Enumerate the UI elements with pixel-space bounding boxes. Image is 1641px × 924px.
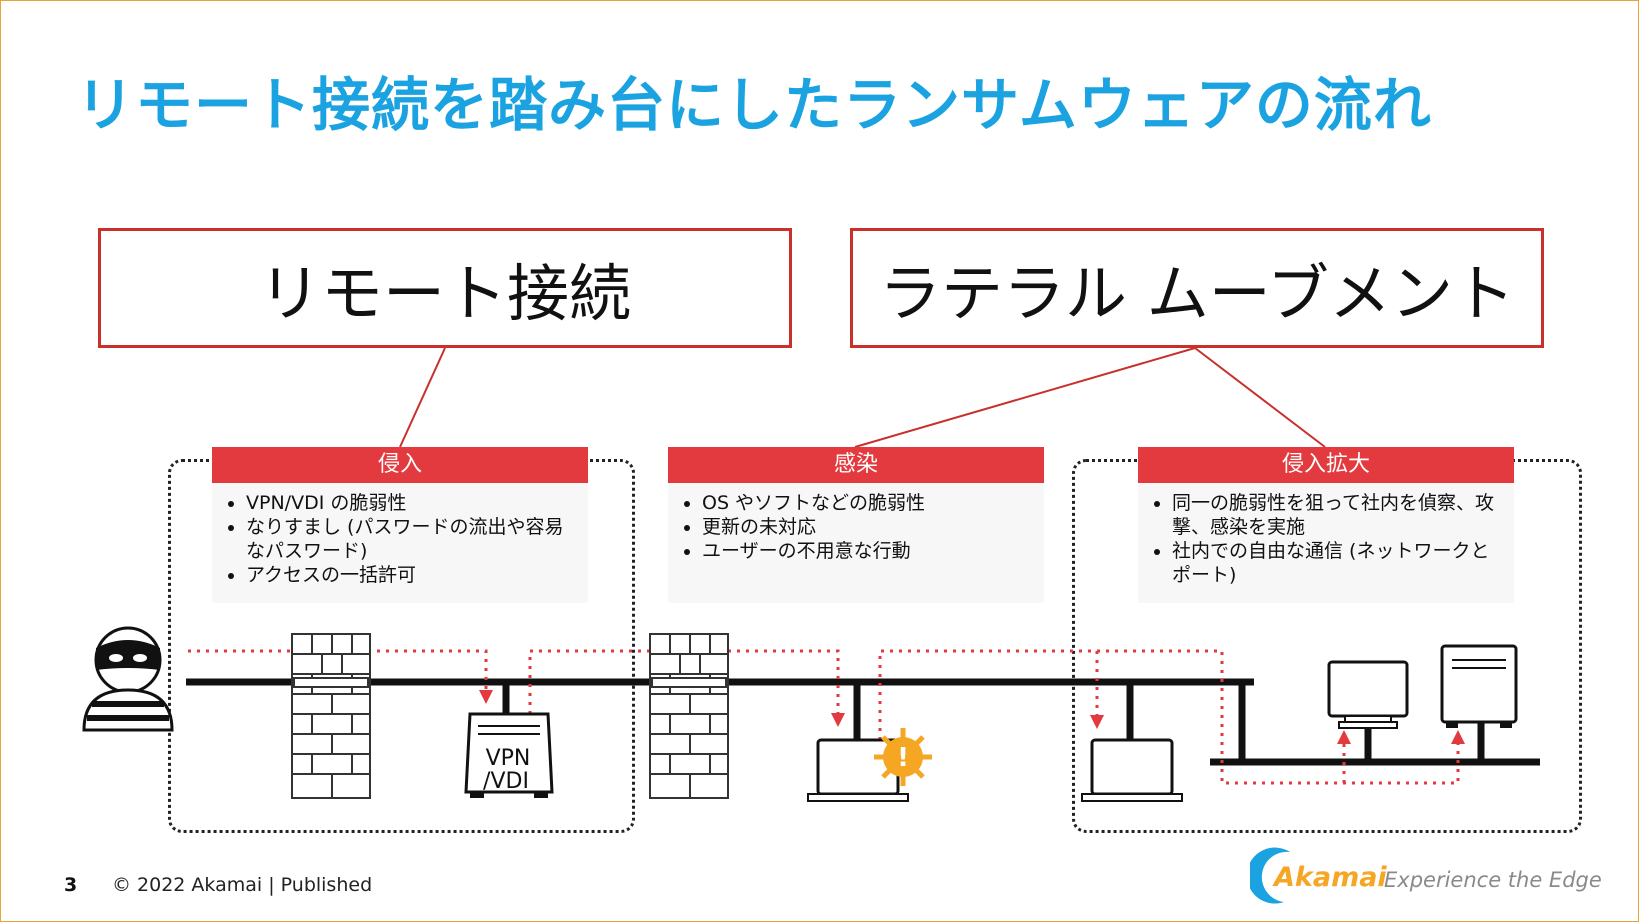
- copyright-text: © 2022 Akamai | Published: [112, 874, 373, 896]
- virus-icon: !: [874, 728, 932, 786]
- vdi-label: /VDI: [483, 769, 529, 794]
- akamai-swoosh-icon: [1250, 847, 1290, 904]
- attacker-icon: [82, 626, 174, 732]
- expansion-card-title: 侵入拡大: [1138, 447, 1514, 483]
- expansion-item: 同一の脆弱性を狙って社内を偵察、攻撃、感染を実施: [1172, 491, 1504, 539]
- attack-arrows: [479, 690, 1465, 744]
- slide-title: リモート接続を踏み台にしたランサムウェアの流れ: [76, 71, 1432, 139]
- vpn-label: VPN: [486, 746, 531, 771]
- firewall-icon: [649, 633, 729, 799]
- infection-card: 感染 OS やソフトなどの脆弱性 更新の未対応 ユーザーの不用意な行動: [668, 447, 1044, 603]
- infection-item: 更新の未対応: [702, 515, 1034, 539]
- lateral-movement-header: ラテラル ムーブメント: [850, 228, 1544, 348]
- intrusion-card-title: 侵入: [212, 447, 588, 483]
- firewall-icon: [291, 633, 371, 799]
- brand-name: Akamai: [1274, 862, 1387, 893]
- laptop-icon: [1081, 738, 1183, 802]
- intrusion-card: 侵入 VPN/VDI の脆弱性 なりすまし (パスワードの流出や容易なパスワード…: [212, 447, 588, 603]
- server-icon: [1440, 644, 1518, 728]
- expansion-item: 社内での自由な通信 (ネットワークとポート): [1172, 539, 1504, 587]
- page-number: 3: [64, 874, 78, 896]
- connector-lines: [399, 347, 1326, 448]
- remote-connection-header: リモート接続: [98, 228, 792, 348]
- intrusion-item: なりすまし (パスワードの流出や容易なパスワード): [246, 515, 578, 563]
- akamai-logo: Akamai Experience the Edge: [1250, 846, 1602, 906]
- infection-item: OS やソフトなどの脆弱性: [702, 491, 1034, 515]
- virus-warning-mark: !: [897, 743, 909, 773]
- expansion-card: 侵入拡大 同一の脆弱性を狙って社内を偵察、攻撃、感染を実施 社内での自由な通信 …: [1138, 447, 1514, 603]
- infection-item: ユーザーの不用意な行動: [702, 539, 1034, 563]
- brand-tagline: Experience the Edge: [1384, 868, 1602, 892]
- infection-card-title: 感染: [668, 447, 1044, 483]
- intrusion-item: VPN/VDI の脆弱性: [246, 491, 578, 515]
- intrusion-item: アクセスの一括許可: [246, 563, 578, 587]
- vpn-appliance-icon: VPN /VDI: [464, 712, 554, 798]
- desktop-icon: [1327, 660, 1409, 729]
